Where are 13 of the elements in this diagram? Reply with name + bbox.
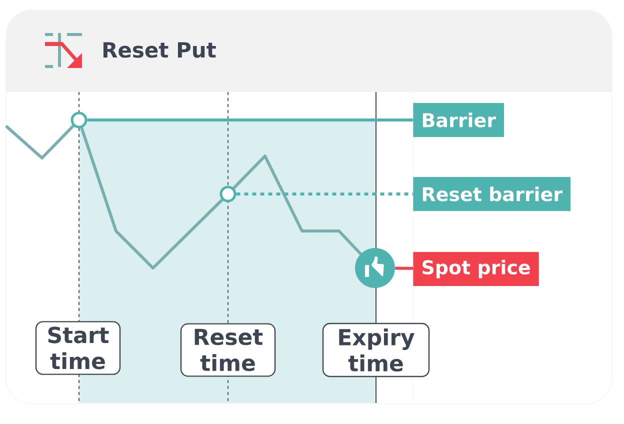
connector-line	[236, 192, 413, 196]
time-label: Expiry time	[322, 322, 430, 378]
line-label: Spot price	[413, 252, 539, 286]
barrier-point	[220, 186, 236, 202]
connector-line	[87, 118, 413, 122]
time-label: Reset time	[180, 323, 276, 377]
title: Reset Put	[103, 42, 216, 58]
time-label: Start time	[35, 321, 121, 375]
spot-marker	[355, 248, 395, 288]
connector-line	[395, 266, 414, 270]
barrier-point	[70, 112, 88, 128]
line-label: Reset barrier	[413, 177, 571, 211]
line-label: Barrier	[413, 103, 504, 137]
